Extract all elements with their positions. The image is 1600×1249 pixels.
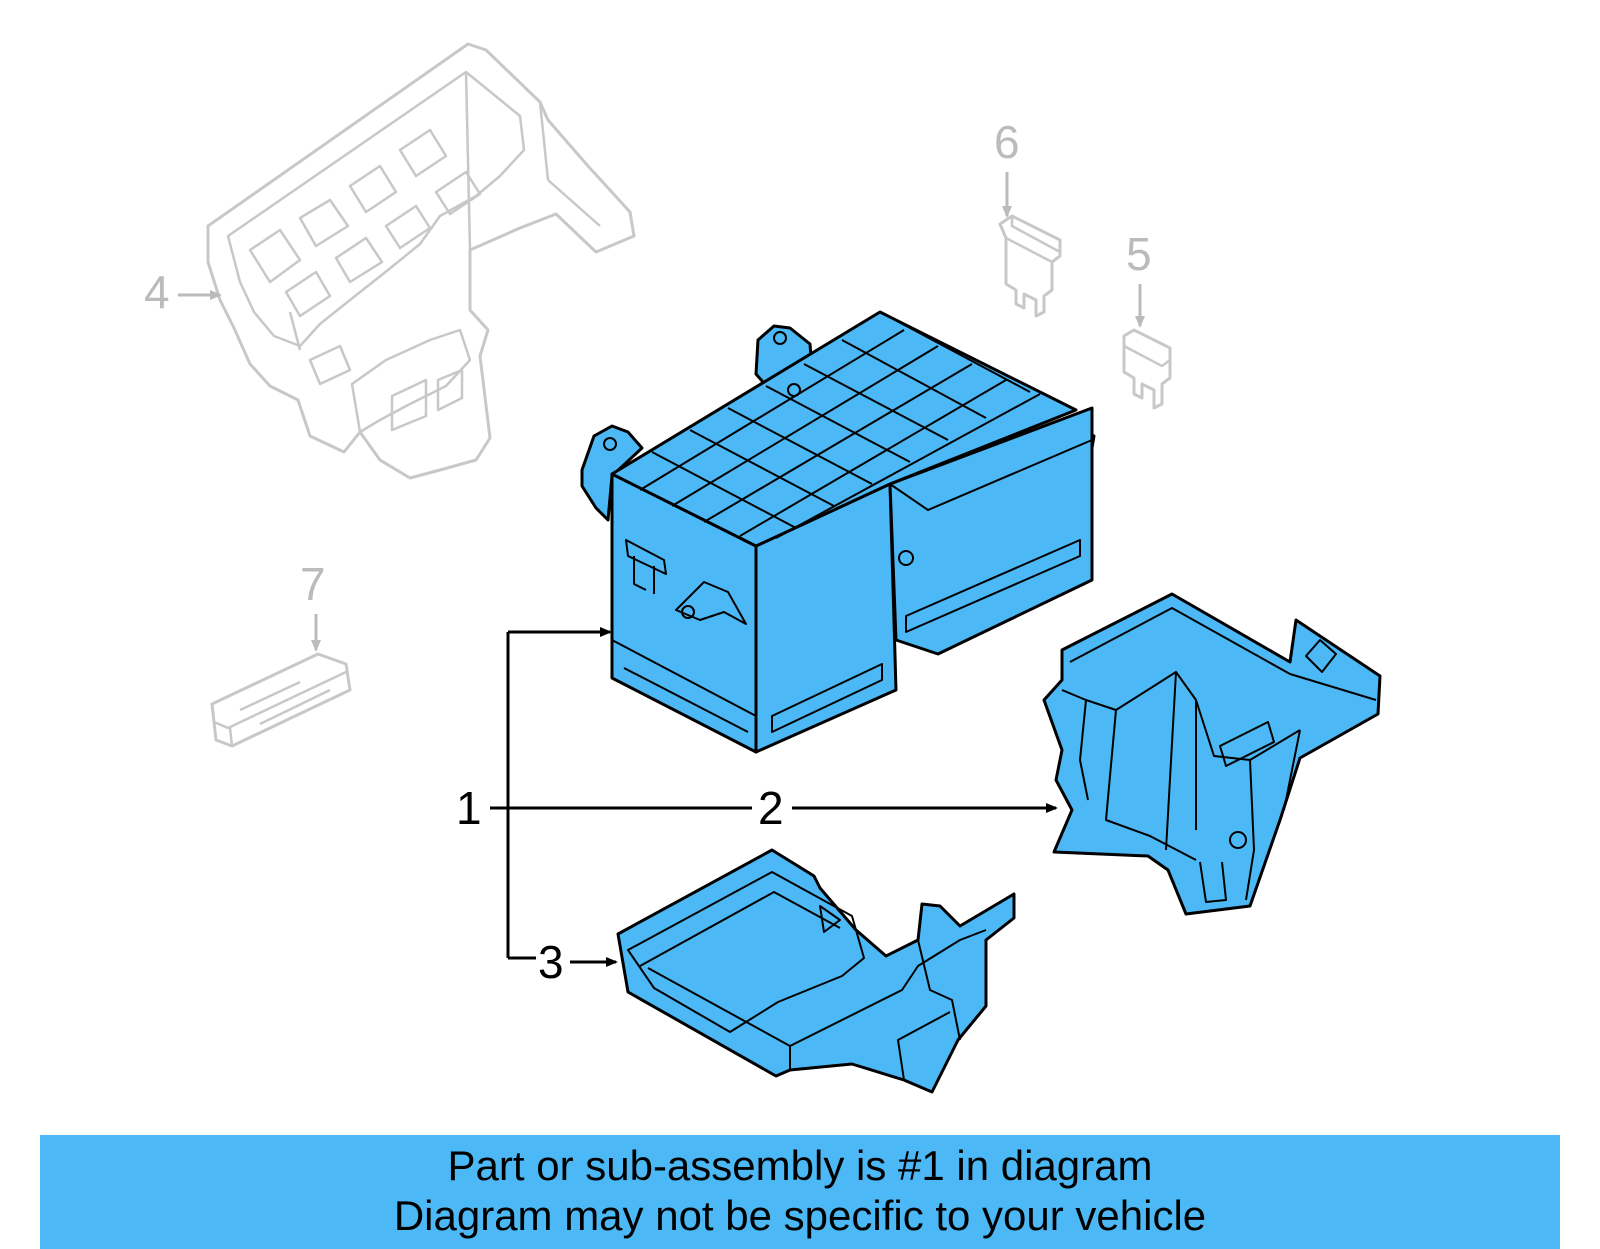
part-4-module-bracket: [206, 42, 636, 480]
part-3-lower-cover: [616, 848, 1016, 1094]
part-7-bracket: [210, 652, 352, 748]
callout-5: 5: [1126, 228, 1152, 280]
callout-6: 6: [994, 116, 1020, 168]
callout-7: 7: [300, 558, 326, 610]
callout-4: 4: [144, 266, 170, 318]
banner-line-2: Diagram may not be specific to your vehi…: [393, 1192, 1207, 1239]
part-2-lower-tray: [1042, 592, 1382, 916]
callout-1: 1: [456, 782, 482, 834]
part-6-fuse: [998, 214, 1062, 318]
banner-line-1: Part or sub-assembly is #1 in diagram: [447, 1142, 1153, 1189]
info-banner: Part or sub-assembly is #1 in diagram Di…: [40, 1135, 1560, 1249]
callout-3: 3: [538, 936, 564, 988]
callout-2: 2: [758, 782, 784, 834]
part-5-fuse: [1122, 328, 1172, 410]
part-1-box-assembly: [580, 310, 1096, 754]
